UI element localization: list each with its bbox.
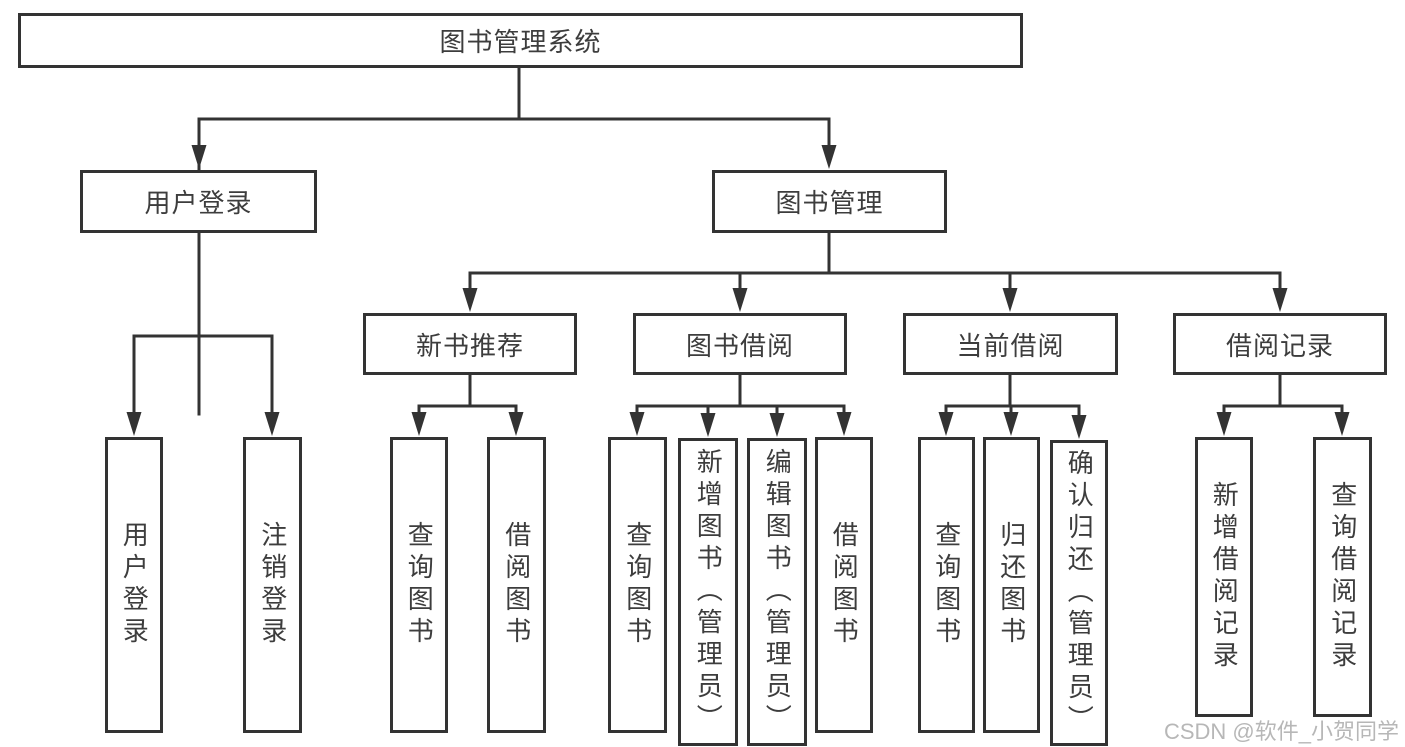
leaf-confirm-return-admin: 确认归还（管理员） — [1050, 440, 1108, 746]
leaf-logout: 注销登录 — [243, 437, 302, 733]
node-label: 用户登录 — [119, 521, 150, 649]
node-book-management: 图书管理 — [712, 170, 947, 233]
node-current-borrowing: 当前借阅 — [903, 313, 1118, 375]
node-book-borrowing: 图书借阅 — [633, 313, 847, 375]
csdn-watermark: CSDN @软件_小贺同学 — [1163, 719, 1399, 744]
node-label: 注销登录 — [257, 521, 288, 649]
node-label: 借阅图书 — [829, 521, 860, 649]
node-borrow-records: 借阅记录 — [1173, 313, 1387, 375]
node-label: 查询图书 — [931, 521, 962, 649]
node-label: 新书推荐 — [415, 330, 524, 361]
node-label: 查询借阅记录 — [1327, 481, 1358, 673]
leaf-borrow-books-recommend: 借阅图书 — [487, 437, 546, 733]
node-label: 查询图书 — [622, 521, 653, 649]
node-label: 图书管理 — [775, 188, 884, 218]
node-label: 新增借阅记录 — [1209, 481, 1240, 673]
connector-userlogin-to-leaves — [126, 231, 280, 436]
connector-bookborrow-to-leaves — [629, 373, 852, 437]
leaf-borrow-books: 借阅图书 — [815, 437, 873, 733]
leaf-query-borrow-record: 查询借阅记录 — [1313, 437, 1372, 717]
connector-newbook-to-leaves — [411, 373, 524, 436]
node-label: 图书借阅 — [685, 330, 794, 361]
leaf-query-books-borrow: 查询图书 — [608, 437, 667, 733]
node-label: 确认归还（管理员） — [1064, 449, 1095, 737]
connector-borrowrecords-to-leaves — [1216, 373, 1350, 436]
node-label: 借阅图书 — [501, 521, 532, 649]
node-label: 新增图书（管理员） — [693, 448, 724, 736]
connector-currentborrow-to-leaves — [938, 373, 1087, 439]
node-label: 当前借阅 — [956, 330, 1065, 361]
node-label: 借阅记录 — [1225, 330, 1334, 361]
leaf-query-books-recommend: 查询图书 — [390, 437, 448, 733]
leaf-return-books: 归还图书 — [983, 437, 1040, 733]
node-label: 归还图书 — [996, 521, 1027, 649]
node-label: 图书管理系统 — [439, 27, 602, 57]
leaf-add-borrow-record: 新增借阅记录 — [1195, 437, 1253, 717]
node-label: 编辑图书（管理员） — [762, 448, 793, 736]
node-new-book-recommendation: 新书推荐 — [363, 313, 577, 375]
leaf-query-books-current: 查询图书 — [918, 437, 975, 733]
connector-bookmgmt-to-level3 — [462, 231, 1288, 312]
leaf-user-login: 用户登录 — [105, 437, 163, 733]
node-label: 用户登录 — [144, 188, 253, 218]
node-library-management-system: 图书管理系统 — [18, 13, 1023, 68]
leaf-edit-books-admin: 编辑图书（管理员） — [747, 438, 807, 746]
connector-root-to-level2 — [191, 66, 837, 416]
leaf-add-books-admin: 新增图书（管理员） — [678, 438, 738, 746]
node-user-login: 用户登录 — [80, 170, 317, 233]
node-label: 查询图书 — [404, 521, 435, 649]
